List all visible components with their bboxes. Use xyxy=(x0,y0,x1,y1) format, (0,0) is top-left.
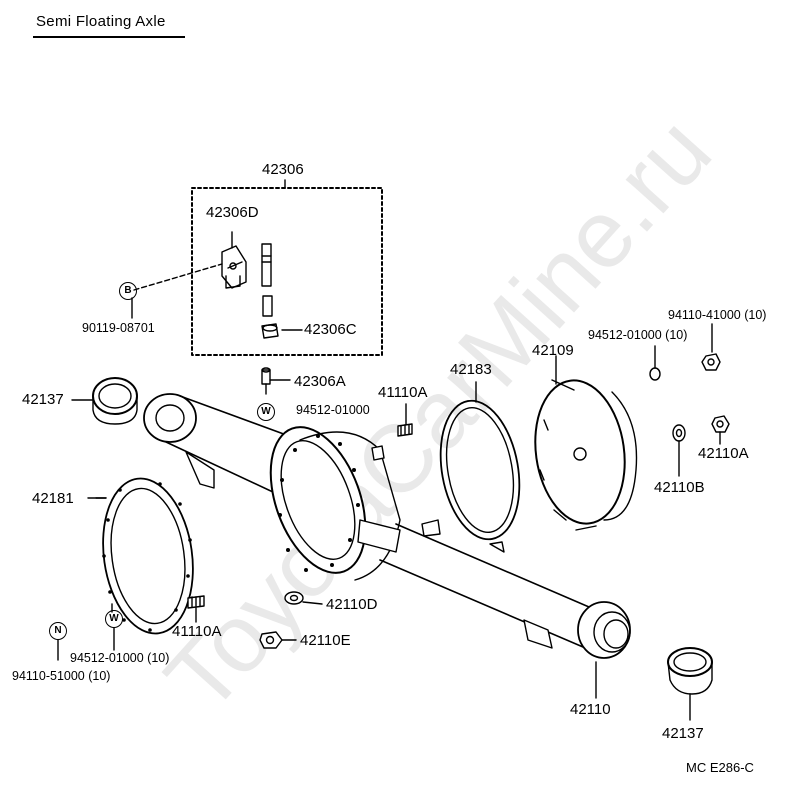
stud-41110a-upper xyxy=(397,403,413,437)
label-42137-left: 42137 xyxy=(22,391,64,408)
label-42110: 42110 xyxy=(570,701,611,718)
figure-code: MC E286-C xyxy=(686,760,754,775)
label-42306c: 42306C xyxy=(304,321,357,338)
label-41110a-upper: 41110A xyxy=(378,384,428,401)
washer-42110d xyxy=(284,591,323,605)
oil-seal-right-42137 xyxy=(667,647,713,721)
label-42183: 42183 xyxy=(450,361,492,378)
nut-42110a-right xyxy=(711,415,730,445)
oil-seal-left-42137 xyxy=(71,377,138,425)
symbol-b: B xyxy=(119,282,137,300)
label-42110d: 42110D xyxy=(326,596,378,613)
label-42306a: 42306A xyxy=(294,373,346,390)
gasket-42183 xyxy=(439,381,521,541)
label-42110e: 42110E xyxy=(300,632,351,649)
label-42110b: 42110B xyxy=(654,479,705,496)
label-94512-01000: 94512-01000 xyxy=(296,403,370,417)
driven-gear-sleeve-42306d xyxy=(221,231,247,289)
label-42137-right: 42137 xyxy=(662,725,704,742)
diagram-title: Semi Floating Axle xyxy=(36,13,166,30)
stud-41110a-lower xyxy=(187,595,205,623)
housing-cover-42109 xyxy=(534,355,638,531)
label-41110a-lower: 41110A xyxy=(172,623,222,640)
driven-gear-shaft xyxy=(261,243,279,339)
label-94512-01000-10-lower: 94512-01000 (10) xyxy=(70,651,170,665)
label-90119-08701: 90119-08701 xyxy=(82,321,155,335)
symbol-n: N xyxy=(49,622,67,640)
kit-box-42306 xyxy=(191,179,383,356)
label-94512-01000-10: 94512-01000 (10) xyxy=(588,328,688,342)
washer-94512-upper xyxy=(649,345,661,381)
label-42110a-right: 42110A xyxy=(698,445,749,462)
label-42306: 42306 xyxy=(262,161,304,178)
label-94110-41000-10: 94110-41000 (10) xyxy=(668,308,767,322)
nut-94110-41000 xyxy=(701,323,721,371)
title-underline xyxy=(33,36,185,38)
nut-42110e xyxy=(259,631,297,649)
leader-lines-kit xyxy=(131,263,303,331)
label-42181: 42181 xyxy=(32,490,74,507)
bushing-42306a xyxy=(261,367,291,395)
washer-42110b xyxy=(672,424,686,477)
label-94110-51000-10: 94110-51000 (10) xyxy=(12,669,111,683)
axle-housing-42110 xyxy=(143,393,631,699)
symbol-w-upper: W xyxy=(257,403,275,421)
gasket-42181 xyxy=(87,477,194,635)
symbol-w-lower: W xyxy=(105,610,123,628)
label-42306d: 42306D xyxy=(206,204,259,221)
label-42109: 42109 xyxy=(532,342,574,359)
